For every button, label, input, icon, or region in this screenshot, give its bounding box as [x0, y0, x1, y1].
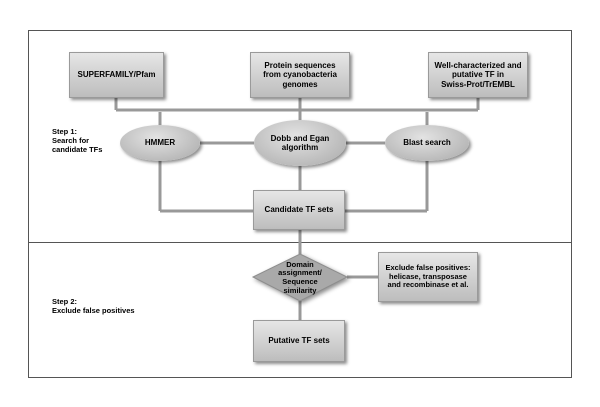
exclude-false-positives-box: Exclude false positives: helicase, trans…	[378, 252, 478, 302]
domain-assignment-label: Domain assignment/ Sequence similarity	[278, 259, 322, 295]
well-characterized-label: Well-characterized and putative TF in Sw…	[434, 61, 522, 89]
candidate-tf-sets-box: Candidate TF sets	[253, 190, 345, 230]
putative-tf-sets-label: Putative TF sets	[268, 336, 330, 346]
protein-sequences-label: Protein sequences from cyanobacteria gen…	[263, 61, 337, 89]
well-characterized-box: Well-characterized and putative TF in Sw…	[428, 52, 528, 98]
dobb-egan-ellipse: Dobb and Egan algorithm	[254, 120, 346, 166]
step1-label: Step 1: Search for candidate TFs	[52, 127, 103, 154]
candidate-tf-sets-label: Candidate TF sets	[264, 205, 334, 215]
blast-search-ellipse: Blast search	[385, 125, 469, 161]
superfamily-pfam-box: SUPERFAMILY/Pfam	[69, 52, 164, 98]
putative-tf-sets-box: Putative TF sets	[253, 320, 345, 362]
step2-label: Step 2: Exclude false positives	[52, 297, 135, 315]
dobb-egan-label: Dobb and Egan algorithm	[270, 133, 330, 152]
blast-search-label: Blast search	[403, 138, 451, 148]
protein-sequences-box: Protein sequences from cyanobacteria gen…	[250, 52, 350, 98]
superfamily-pfam-label: SUPERFAMILY/Pfam	[77, 70, 156, 80]
hmmer-ellipse: HMMER	[120, 125, 200, 161]
hmmer-label: HMMER	[144, 138, 176, 148]
domain-assignment-label-wrap: Domain assignment/ Sequence similarity	[263, 256, 337, 300]
exclude-false-positives-label: Exclude false positives: helicase, trans…	[385, 263, 471, 290]
decision-diamond	[251, 253, 349, 302]
